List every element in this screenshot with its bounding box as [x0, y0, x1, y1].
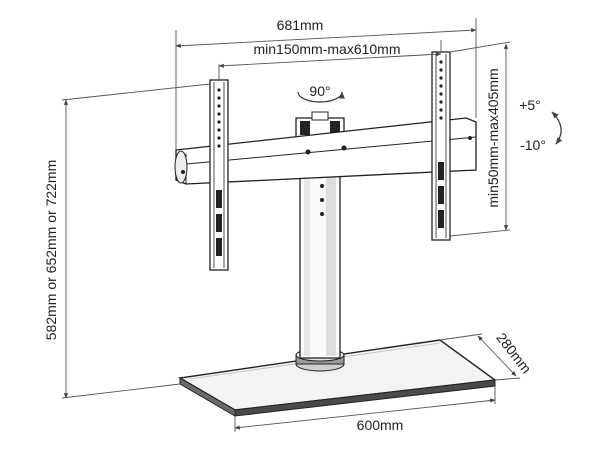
left-bracket-arm — [209, 79, 229, 271]
height-options-label: 582mm or 652mm or 722mm — [43, 160, 59, 341]
base-width-label: 600mm — [357, 417, 404, 433]
tilt-up-label: +5° — [519, 97, 541, 113]
swivel-angle-label: 90° — [309, 83, 330, 99]
right-bracket-arm — [431, 51, 451, 241]
overall-width-label: 681mm — [277, 17, 324, 33]
dimension-lines — [61, 18, 521, 432]
base-depth-label: 280mm — [493, 330, 534, 377]
tilt-arrow-icon — [551, 111, 563, 145]
swivel-arrow-icon — [297, 91, 345, 103]
vesa-width-label: min150mm-max610mm — [253, 41, 400, 57]
support-column — [299, 157, 341, 359]
tilt-down-label: -10° — [520, 137, 546, 153]
vesa-height-label: min50mm-max405mm — [485, 68, 501, 207]
